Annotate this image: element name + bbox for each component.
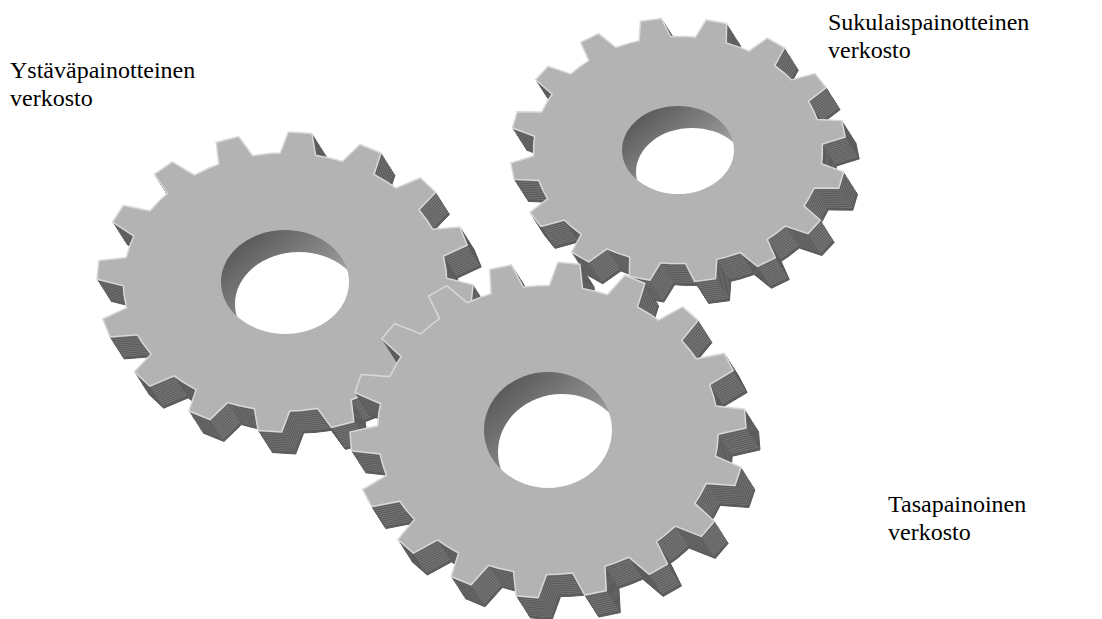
gear-hole-opening: [235, 252, 363, 356]
gear-face: [511, 19, 845, 282]
gear: [350, 262, 760, 619]
gear-face: [350, 262, 746, 598]
gear-label: Ystäväpainotteinen verkosto: [10, 56, 240, 112]
gear-hole-opening: [636, 128, 748, 216]
gear-label: Sukulaispainotteinen verkosto: [828, 8, 1096, 64]
gear-hole-opening: [498, 394, 626, 510]
gear-label: Tasapainoinen verkosto: [888, 490, 1093, 546]
gear: [511, 19, 859, 304]
